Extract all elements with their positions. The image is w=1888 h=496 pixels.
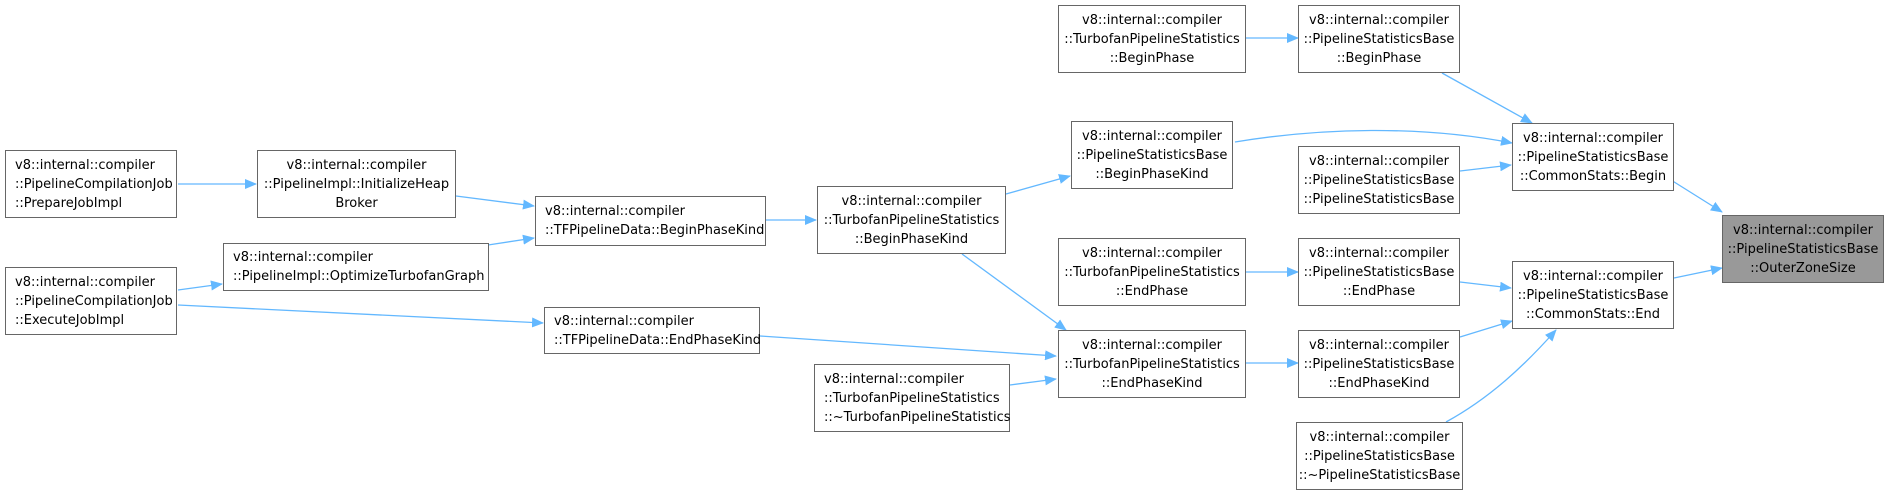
node-turbofan-pipeline-statistics-beginphase[interactable]: v8::internal::compiler::TurbofanPipeline… bbox=[1058, 5, 1246, 73]
node-commonstats-begin[interactable]: v8::internal::compiler::PipelineStatisti… bbox=[1512, 123, 1674, 191]
node-turbofan-pipeline-statistics-endphasekind[interactable]: v8::internal::compiler::TurbofanPipeline… bbox=[1058, 330, 1246, 398]
node-label-line: ::PipelineStatisticsBase bbox=[1727, 241, 1879, 257]
edge-psb-beginphase-to-cs-begin bbox=[1441, 72, 1533, 124]
node-label-line: ::PipelineImpl::OptimizeTurbofanGraph bbox=[233, 269, 485, 284]
edge-pcj-execute-to-tfpd-endphasekind bbox=[177, 304, 544, 328]
node-label-line: v8::internal::compiler bbox=[1082, 12, 1222, 28]
node-label-line: ::TurbofanPipelineStatistics bbox=[824, 390, 1000, 406]
node-pipeline-statistics-base-constructor[interactable]: v8::internal::compiler::PipelineStatisti… bbox=[1298, 146, 1460, 214]
node-label-line: v8::internal::compiler bbox=[1309, 12, 1449, 28]
node-tfpipelinedata-beginphasekind[interactable]: v8::internal::compiler::TFPipelineData::… bbox=[535, 196, 766, 246]
node-tfpipelinedata-endphasekind[interactable]: v8::internal::compiler::TFPipelineData::… bbox=[544, 307, 762, 354]
node-pipeline-compilation-job-preparejobimpl[interactable]: v8::internal::compiler::PipelineCompilat… bbox=[5, 150, 177, 218]
node-label-line: ::CommonStats::End bbox=[1526, 306, 1660, 322]
node-label-line: v8::internal::compiler bbox=[1309, 153, 1449, 169]
node-label-line: ::PipelineStatisticsBase bbox=[1304, 448, 1455, 464]
node-label-line: ::BeginPhaseKind bbox=[1095, 166, 1209, 182]
edge-cs-begin-to-outerzonesize bbox=[1670, 179, 1723, 213]
node-label-line: v8::internal::compiler bbox=[1733, 222, 1873, 238]
node-label-line: ::PipelineStatisticsBase bbox=[1303, 264, 1455, 280]
node-label-line: ::PipelineCompilationJob bbox=[15, 176, 173, 192]
node-label-line: v8::internal::compiler bbox=[1523, 130, 1663, 146]
edge-tfpd-endphasekind-to-tps-endphasekind bbox=[759, 335, 1057, 361]
node-label-line: ::EndPhaseKind bbox=[1101, 375, 1203, 391]
node-label-line: ::OuterZoneSize bbox=[1750, 260, 1856, 276]
node-label-line: v8::internal::compiler bbox=[1309, 337, 1449, 353]
node-label-line: ::~TurbofanPipelineStatistics bbox=[824, 409, 1011, 425]
edge-cs-end-to-outerzonesize bbox=[1673, 265, 1723, 279]
node-label-line: v8::internal::compiler bbox=[1082, 128, 1222, 144]
node-label-line: ::EndPhaseKind bbox=[1328, 375, 1430, 391]
edge-pi-initheapbroker-to-tfpd-beginphasekind bbox=[455, 195, 535, 210]
node-label-line: ::TurbofanPipelineStatistics bbox=[823, 212, 1000, 228]
node-label-line: ::EndPhase bbox=[1342, 283, 1416, 299]
node-label-line: ::PipelineStatisticsBase bbox=[1076, 147, 1228, 163]
node-label-line: ::PipelineStatisticsBase bbox=[1517, 287, 1669, 303]
edge-pi-optimize-to-tfpd-beginphasekind bbox=[487, 234, 535, 246]
node-label-line: ::PipelineStatisticsBase bbox=[1303, 172, 1455, 188]
edge-psb-dtor-to-cs-end bbox=[1445, 329, 1557, 423]
node-label-line: ::PipelineStatisticsBase bbox=[1517, 149, 1669, 165]
node-label-line: v8::internal::compiler bbox=[286, 157, 427, 173]
node-pipelineimpl-initializeheapbroker[interactable]: v8::internal::compiler::PipelineImpl::In… bbox=[257, 150, 456, 218]
edge-psb-ctor-to-cs-begin bbox=[1459, 161, 1512, 172]
node-label-line: ::BeginPhase bbox=[1336, 50, 1422, 66]
node-pipeline-statistics-base-endphase[interactable]: v8::internal::compiler::PipelineStatisti… bbox=[1298, 238, 1460, 306]
edge-tps-beginphasekind-to-psb-beginphasekind bbox=[1005, 174, 1071, 195]
node-label-line: v8::internal::compiler bbox=[1082, 245, 1222, 261]
edge-psb-endphasekind-to-cs-end bbox=[1459, 319, 1513, 338]
node-commonstats-end[interactable]: v8::internal::compiler::PipelineStatisti… bbox=[1512, 261, 1674, 329]
node-label-line: ::PipelineStatisticsBase bbox=[1303, 356, 1455, 372]
node-label-line: v8::internal::compiler bbox=[1309, 429, 1450, 445]
node-label-line: v8::internal::compiler bbox=[1309, 245, 1449, 261]
node-label-line: ::BeginPhaseKind bbox=[854, 231, 969, 247]
node-label-line: ::ExecuteJobImpl bbox=[15, 312, 125, 328]
node-label-line: v8::internal::compiler bbox=[824, 371, 964, 387]
node-label-line: v8::internal::compiler bbox=[233, 250, 373, 265]
node-turbofan-pipeline-statistics-destructor[interactable]: v8::internal::compiler::TurbofanPipeline… bbox=[814, 364, 1011, 432]
node-pipeline-compilation-job-executejobimpl[interactable]: v8::internal::compiler::PipelineCompilat… bbox=[5, 267, 177, 335]
node-pipeline-statistics-base-destructor[interactable]: v8::internal::compiler::PipelineStatisti… bbox=[1296, 422, 1463, 490]
node-label-line: ::PipelineStatisticsBase bbox=[1303, 31, 1455, 47]
node-pipeline-statistics-base-endphasekind[interactable]: v8::internal::compiler::PipelineStatisti… bbox=[1298, 330, 1460, 398]
node-label-line: ::PipelineStatisticsBase bbox=[1303, 191, 1455, 207]
node-label-line: ::PipelineCompilationJob bbox=[15, 293, 173, 309]
node-label-line: ::CommonStats::Begin bbox=[1519, 168, 1667, 184]
node-label-line: ::EndPhase bbox=[1115, 283, 1189, 299]
node-turbofan-pipeline-statistics-endphase[interactable]: v8::internal::compiler::TurbofanPipeline… bbox=[1058, 238, 1246, 306]
node-label-line: v8::internal::compiler bbox=[15, 274, 155, 290]
node-label-line: v8::internal::compiler bbox=[554, 313, 694, 329]
node-label-line: ::TurbofanPipelineStatistics bbox=[1064, 264, 1240, 280]
node-label-line: ::TFPipelineData::BeginPhaseKind bbox=[545, 223, 765, 238]
node-label-line: ::TurbofanPipelineStatistics bbox=[1064, 356, 1240, 372]
node-label-line: ::PrepareJobImpl bbox=[15, 195, 123, 211]
edge-psb-endphase-to-cs-end bbox=[1459, 281, 1512, 292]
node-pipeline-statistics-base-beginphasekind[interactable]: v8::internal::compiler::PipelineStatisti… bbox=[1071, 121, 1233, 189]
node-turbofan-pipeline-statistics-beginphasekind[interactable]: v8::internal::compiler::TurbofanPipeline… bbox=[817, 186, 1006, 254]
node-label-line: v8::internal::compiler bbox=[841, 193, 982, 209]
node-label-line: ::BeginPhase bbox=[1109, 50, 1195, 66]
node-pipelineimpl-optimizeturbofangraph[interactable]: v8::internal::compiler::PipelineImpl::Op… bbox=[223, 243, 489, 291]
node-pipeline-statistics-base-beginphase[interactable]: v8::internal::compiler::PipelineStatisti… bbox=[1298, 5, 1460, 73]
node-label-line: ::PipelineImpl::InitializeHeap bbox=[263, 176, 450, 192]
node-label-line: ::TFPipelineData::EndPhaseKind bbox=[554, 332, 762, 348]
node-label-line: v8::internal::compiler bbox=[1523, 268, 1663, 284]
node-label-line: v8::internal::compiler bbox=[15, 157, 155, 173]
edge-tps-beginphasekind-to-tps-endphasekind bbox=[961, 253, 1067, 331]
edge-pcj-execute-to-pi-optimize bbox=[177, 280, 223, 291]
node-label-line: v8::internal::compiler bbox=[545, 204, 685, 219]
node-label-line: v8::internal::compiler bbox=[1082, 337, 1222, 353]
node-label-line: ::~PipelineStatisticsBase bbox=[1298, 467, 1461, 483]
node-label-line: Broker bbox=[335, 195, 378, 211]
edge-psb-beginphasekind-to-cs-begin bbox=[1234, 129, 1513, 146]
node-label-line: ::TurbofanPipelineStatistics bbox=[1064, 31, 1240, 47]
node-outerzonesize[interactable]: v8::internal::compiler::PipelineStatisti… bbox=[1722, 215, 1884, 283]
edge-tps-dtor-to-tps-endphasekind bbox=[1009, 375, 1057, 386]
